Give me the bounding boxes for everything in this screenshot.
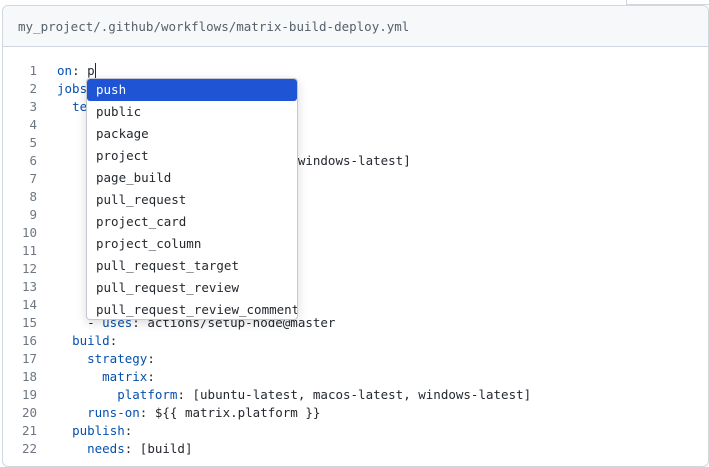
autocomplete-option[interactable]: pull_request_review <box>96 280 239 295</box>
line-number: 15 <box>21 315 37 330</box>
indent <box>57 423 72 438</box>
line-content: matrix: <box>57 368 155 386</box>
autocomplete-option[interactable]: pull_request_target <box>96 258 239 273</box>
yaml-key: publish <box>72 423 125 438</box>
line-number: 5 <box>29 135 37 150</box>
yaml-key: matrix <box>102 369 148 384</box>
yaml-value: : [build] <box>124 441 193 456</box>
line-number: 22 <box>21 441 37 456</box>
code-line: 21 publish: <box>3 422 708 440</box>
line-number: 4 <box>29 117 37 132</box>
code-line: 1 on: p <box>3 62 708 80</box>
line-number: 10 <box>21 225 37 240</box>
line-content: te <box>57 98 87 116</box>
line-number: 20 <box>21 405 37 420</box>
indent <box>57 441 87 456</box>
text-cursor <box>94 63 96 78</box>
indent <box>57 99 72 114</box>
line-number: 17 <box>21 351 37 366</box>
line-number: 3 <box>29 99 37 114</box>
code-line: 3 te <box>3 98 708 116</box>
line-number: 13 <box>21 279 37 294</box>
code-line: 4 <box>3 116 708 134</box>
code-line: 11 <box>3 242 708 260</box>
indent <box>57 351 87 366</box>
autocomplete-option[interactable]: page_build <box>96 170 172 185</box>
line-content: on: p <box>57 62 96 80</box>
top-divider <box>626 0 709 5</box>
indent <box>57 333 72 348</box>
yaml-key: on <box>57 63 73 78</box>
line-content: jobs <box>57 80 87 98</box>
line-number: 11 <box>21 243 37 258</box>
line-number: 21 <box>21 423 37 438</box>
yaml-key: platform <box>117 387 178 402</box>
line-content: strategy: <box>57 350 155 368</box>
line-number: 1 <box>29 63 37 78</box>
line-number: 7 <box>29 171 37 186</box>
indent <box>57 405 87 420</box>
line-number: 2 <box>29 81 37 96</box>
line-number: 12 <box>21 261 37 276</box>
code-line: 8 <box>3 188 708 206</box>
yaml-key: needs <box>87 441 125 456</box>
autocomplete-option[interactable]: project <box>96 148 149 163</box>
code-line: 2 jobs <box>3 80 708 98</box>
indent <box>57 387 117 402</box>
autocomplete-option[interactable]: package <box>96 126 149 141</box>
line-content: platform: [ubuntu-latest, macos-latest, … <box>57 386 531 404</box>
code-line: 13 <box>3 278 708 296</box>
file-header: my_project/.github/workflows/matrix-buil… <box>3 6 708 47</box>
code-line: 5 <box>3 134 708 152</box>
yaml-value: : <box>124 423 133 438</box>
line-number: 6 <box>29 153 37 168</box>
line-number: 9 <box>29 207 37 222</box>
file-path: my_project/.github/workflows/matrix-buil… <box>18 18 410 34</box>
line-content: publish: <box>57 422 132 440</box>
code-line: 18 matrix: <box>3 368 708 386</box>
line-number: 14 <box>21 297 37 312</box>
autocomplete-option[interactable]: project_card <box>96 214 187 229</box>
line-number: 16 <box>21 333 37 348</box>
yaml-key: strategy <box>87 351 148 366</box>
yaml-key: te <box>72 99 88 114</box>
yaml-value: : <box>147 369 155 384</box>
yaml-value: : <box>147 351 155 366</box>
line-content: runs-on: ${{ matrix.platform }} <box>57 404 320 422</box>
code-line: 16 build: <box>3 332 708 350</box>
code-line: 12 <box>3 260 708 278</box>
yaml-key: runs-on <box>87 405 140 420</box>
line-number: 18 <box>21 369 37 384</box>
yaml-key: jobs <box>57 81 88 96</box>
autocomplete-option[interactable]: project_column <box>96 236 202 251</box>
autocomplete-option[interactable]: public <box>96 104 142 119</box>
yaml-value: : p <box>72 63 95 78</box>
line-number: 19 <box>21 387 37 402</box>
indent: - <box>57 315 103 330</box>
yaml-key: build <box>72 333 110 348</box>
indent <box>57 369 102 384</box>
yaml-value: : [ubuntu-latest, macos-latest, windows-… <box>177 387 532 402</box>
code-line: 22 needs: [build] <box>3 440 708 458</box>
yaml-value: : ${{ matrix.platform }} <box>139 405 321 420</box>
autocomplete-dropdown[interactable]: push public package project page_build pull_r… <box>86 78 298 320</box>
line-number: 8 <box>29 189 37 204</box>
code-line: 20 runs-on: ${{ matrix.platform }} <box>3 404 708 422</box>
line-content: build: <box>57 332 117 350</box>
yaml-value: : <box>109 333 118 348</box>
code-line: 19 platform: [ubuntu-latest, macos-lates… <box>3 386 708 404</box>
line-content: needs: [build] <box>57 440 192 458</box>
autocomplete-option[interactable]: pull_request_review_comment <box>96 302 298 317</box>
code-line: 17 strategy: <box>3 350 708 368</box>
autocomplete-option[interactable]: pull_request <box>96 192 187 207</box>
autocomplete-option[interactable]: push <box>87 79 297 101</box>
